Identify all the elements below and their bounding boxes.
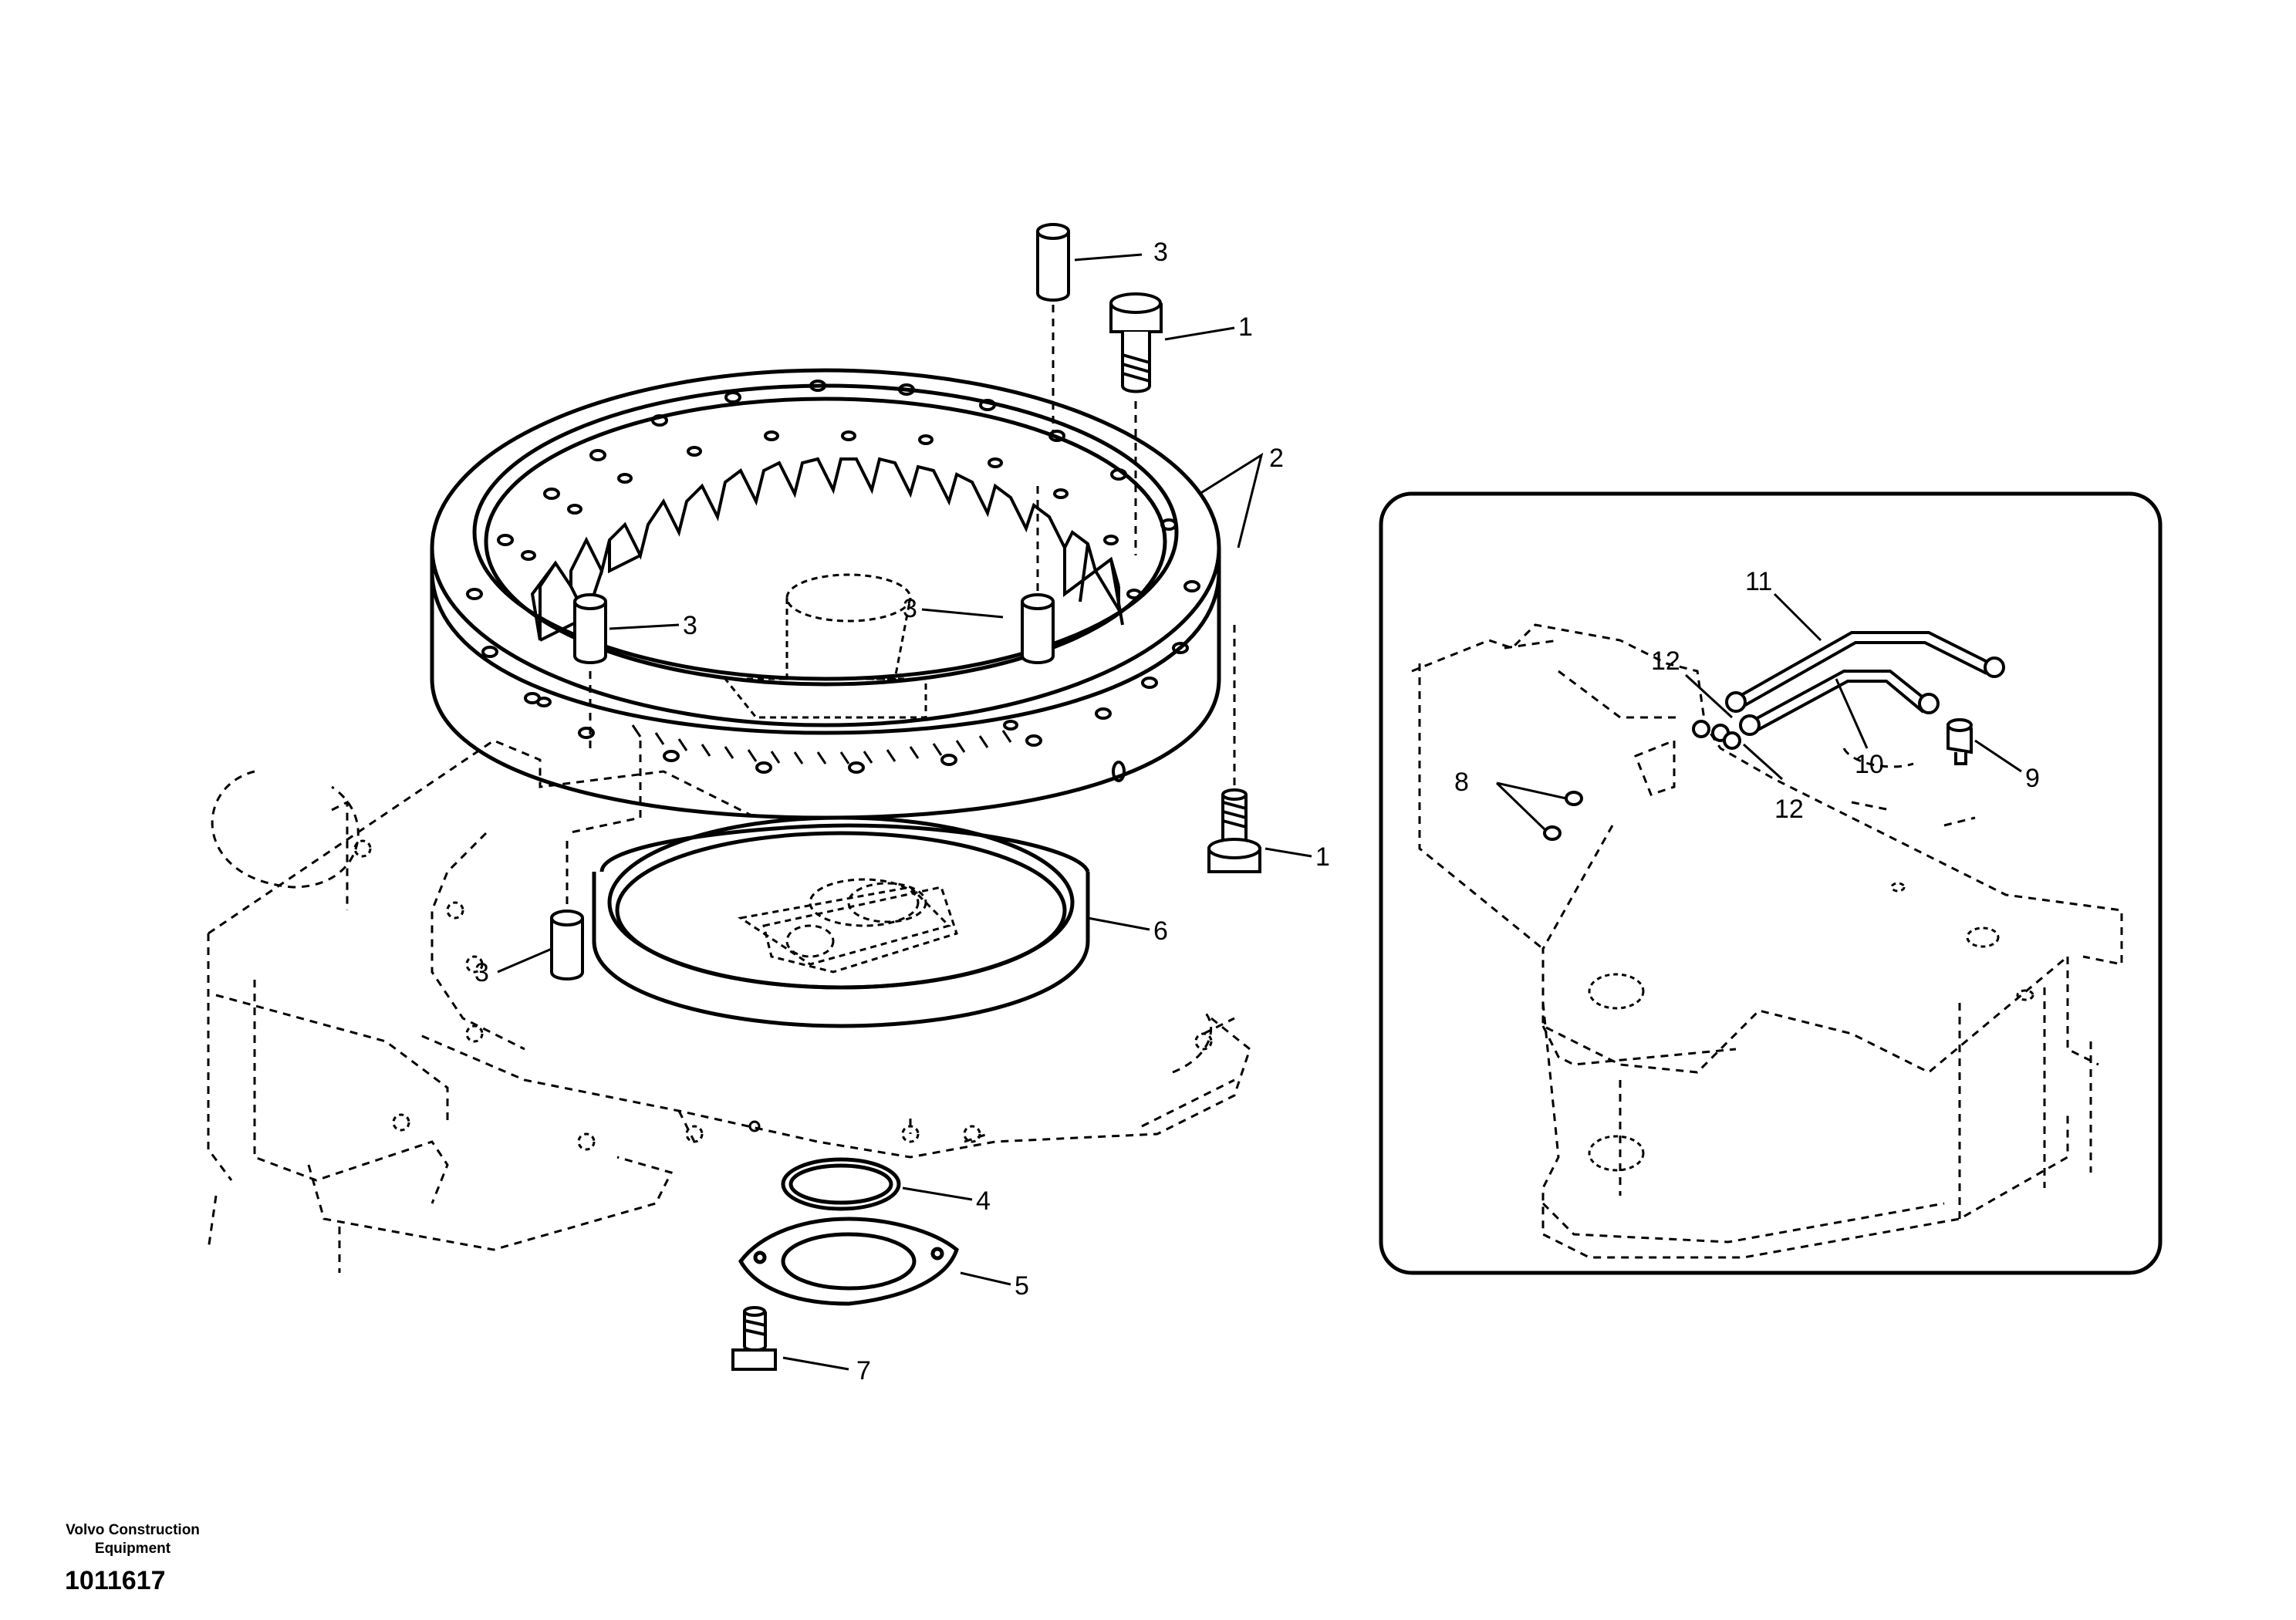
callout-12-top: 12 — [1651, 646, 1680, 676]
frame-bolt-holes — [353, 839, 1213, 1151]
brand-label: Volvo Construction Equipment — [40, 1521, 225, 1558]
callout-11: 11 — [1745, 567, 1772, 596]
small-dot — [748, 1120, 761, 1132]
seal-motor-detail — [738, 882, 951, 966]
cover-plate — [738, 1217, 959, 1306]
callout-3-mid: 3 — [903, 594, 917, 623]
callout-1-bottom: 1 — [1315, 842, 1330, 872]
pin-mid — [1021, 593, 1055, 664]
nipple-fittings — [1543, 791, 1583, 841]
callout-2: 2 — [1269, 444, 1284, 473]
hydraulic-pipes — [1735, 631, 1991, 733]
callout-9: 9 — [2025, 764, 2040, 793]
drawing-number: 1011617 — [65, 1566, 166, 1595]
callout-3-top: 3 — [1153, 238, 1168, 267]
inset-leader-lines — [1495, 592, 2022, 831]
inset-holes — [1588, 882, 2034, 1172]
upper-frame-dashed — [207, 739, 1251, 1273]
callout-4: 4 — [976, 1186, 991, 1216]
callout-7: 7 — [856, 1356, 871, 1385]
ring-bolt-holes — [466, 380, 1200, 782]
outer-gear-teeth — [631, 724, 1012, 764]
pin-low — [550, 910, 584, 980]
seal-ring — [592, 815, 1090, 1028]
callout-5: 5 — [1015, 1271, 1029, 1301]
pin-left — [573, 593, 607, 664]
leader-lines — [497, 253, 1312, 1371]
callout-12-bottom: 12 — [1774, 795, 1804, 824]
bolt-top — [1109, 292, 1163, 393]
brand-line-1: Volvo Construction — [66, 1522, 200, 1538]
plug-fitting — [1947, 718, 1973, 765]
o-ring — [781, 1157, 901, 1211]
pipe-fittings — [1692, 656, 2005, 750]
callout-6: 6 — [1153, 916, 1168, 946]
callout-3-left: 3 — [683, 611, 697, 640]
alignment-lines — [566, 305, 1236, 910]
callout-labels: 3 1 2 3 3 3 1 6 4 5 7 11 12 10 9 12 8 — [474, 238, 2040, 1385]
bolt-bottom — [1207, 788, 1261, 873]
inset-frame-dashed — [1411, 623, 2123, 1259]
brand-line-2: Equipment — [94, 1541, 171, 1557]
callout-10: 10 — [1855, 750, 1884, 779]
bolt-small — [731, 1306, 777, 1371]
pin-top — [1036, 223, 1070, 302]
swing-motor-dashed — [722, 573, 958, 974]
swing-ring-bearing — [430, 368, 1221, 820]
callout-1-top: 1 — [1238, 312, 1253, 342]
callout-8: 8 — [1454, 768, 1469, 797]
callout-3-low: 3 — [474, 958, 489, 987]
detail-inset-frame — [1379, 491, 2163, 1275]
